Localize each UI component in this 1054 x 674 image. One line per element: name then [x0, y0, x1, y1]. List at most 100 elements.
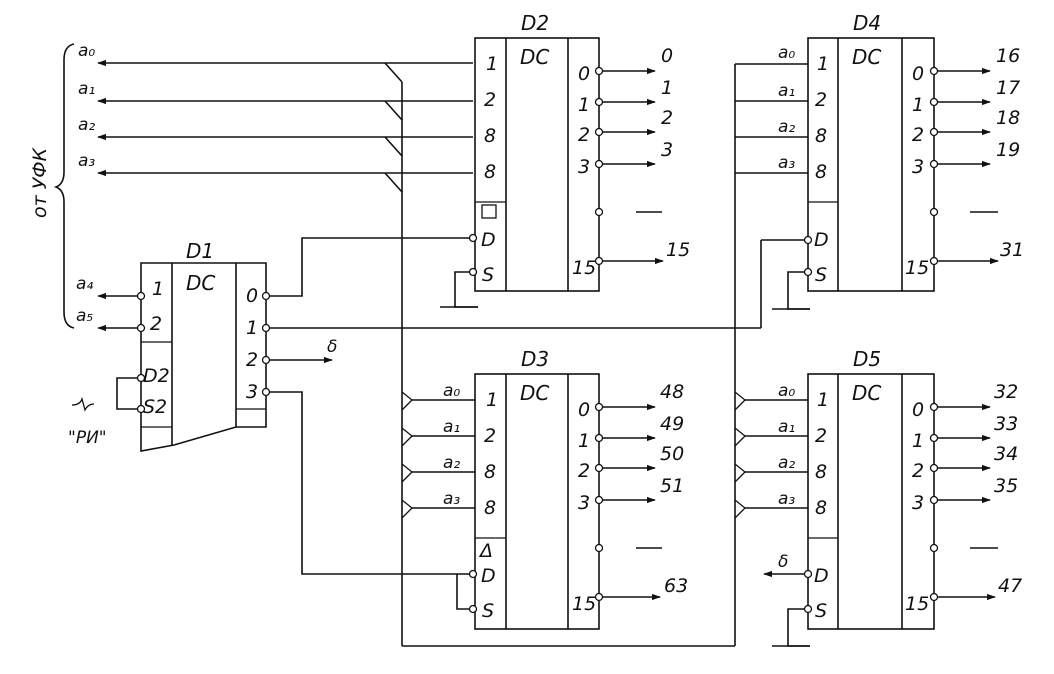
- d3-line-50: 50: [660, 443, 684, 465]
- d4-addr-a2: a₂: [778, 117, 795, 137]
- address-bus: a₀ a₁ a₂ a₃: [78, 41, 808, 647]
- d3-addr-a0: a₀: [443, 381, 460, 401]
- d4-pin-in-1: 1: [817, 53, 829, 75]
- d2-pin-in-2: 2: [484, 89, 496, 111]
- chip-d3-fn: DC: [520, 381, 549, 405]
- d2-pin-s: S: [482, 264, 494, 286]
- d3-addr-a3: a₃: [443, 489, 460, 509]
- chip-d4: D4 DC 1 2 8 8 D S 0 1 2 3 15 a₀ a₁ a₂ a₃: [735, 11, 1024, 310]
- d2-line-1: 1: [661, 77, 673, 99]
- d5-pin-d: D: [814, 565, 829, 587]
- d4-pin-in-8a: 8: [815, 125, 827, 147]
- d1-pin-in-1: 1: [152, 278, 164, 300]
- d1-pin-out-2: 2: [246, 349, 258, 371]
- d3-line-49: 49: [660, 413, 684, 435]
- chip-d2-fn: DC: [520, 45, 549, 69]
- d1-addr-a4: a₄: [76, 274, 93, 294]
- d1-pin-s2: S2: [143, 396, 167, 418]
- bus-label-a1: a₁: [78, 79, 95, 99]
- ri-label: "РИ": [68, 428, 107, 448]
- d5-line-34: 34: [994, 443, 1018, 465]
- d3-addr-a2: a₂: [443, 453, 460, 473]
- d5-line-32: 32: [994, 381, 1018, 403]
- d5-pin-in-1: 1: [817, 389, 829, 411]
- source-label: от УФК: [29, 146, 51, 218]
- d4-line-31: 31: [1000, 239, 1024, 261]
- d3-pin-out-3: 3: [578, 492, 590, 514]
- d4-addr-a1: a₁: [778, 81, 795, 101]
- d5-pin-in-2: 2: [815, 425, 827, 447]
- chip-d3-name: D3: [521, 347, 549, 371]
- chip-d2: D2 DC 1 2 8 8 D S 0 1 2 3 15 0 1 2: [440, 11, 690, 308]
- d3-line-48: 48: [660, 381, 684, 403]
- d1-addr-a5: a₅: [76, 306, 93, 326]
- bus-label-a0: a₀: [78, 41, 95, 61]
- d5-addr-a1: a₁: [778, 417, 795, 437]
- chip-d1-fn: DC: [186, 271, 215, 295]
- d5-delta-label: δ: [778, 552, 788, 572]
- chip-d2-name: D2: [521, 11, 549, 35]
- d2-pin-out-2: 2: [578, 124, 590, 146]
- pulse-waveform-icon: [71, 396, 95, 412]
- d3-pin-in-8b: 8: [484, 497, 496, 519]
- d1-pin-d2: D2: [143, 365, 170, 387]
- d5-pin-out-2: 2: [912, 460, 924, 482]
- d5-line-33: 33: [994, 413, 1018, 435]
- d5-pin-out-3: 3: [912, 492, 924, 514]
- d4-line-16: 16: [996, 45, 1020, 67]
- d3-pin-s: S: [482, 600, 494, 622]
- d3-pin-out-0: 0: [578, 399, 590, 421]
- d5-addr-a3: a₃: [778, 489, 795, 509]
- d2-line-15: 15: [666, 239, 690, 261]
- d5-addr-a2: a₂: [778, 453, 795, 473]
- d5-pin-out-1: 1: [912, 430, 924, 452]
- chip-d4-name: D4: [853, 11, 881, 35]
- d2-pin-in-1: 1: [486, 53, 498, 75]
- d3-pin-in-1: 1: [486, 389, 498, 411]
- d2-line-2: 2: [661, 107, 673, 129]
- d5-addr-a0: a₀: [778, 381, 795, 401]
- d3-pin-out-1: 1: [578, 430, 590, 452]
- d2-pin-in-8b: 8: [484, 161, 496, 183]
- d5-pin-in-8b: 8: [815, 497, 827, 519]
- source-brace: от УФК: [29, 43, 75, 329]
- d4-addr-a3: a₃: [778, 153, 795, 173]
- d2-pin-out-1: 1: [578, 94, 590, 116]
- d3-line-51: 51: [660, 475, 684, 497]
- d3-addr-a1: a₁: [443, 417, 460, 437]
- d3-line-63: 63: [664, 575, 688, 597]
- chip-d5-fn: DC: [852, 381, 881, 405]
- d1-pin-out-3: 3: [246, 381, 258, 403]
- d4-pin-in-8b: 8: [815, 161, 827, 183]
- chip-d1: D1 DC 1 2 D2 S2 0 1 2 3 a₄ a₅ ⌐ "РИ": [68, 237, 804, 575]
- chip-d5-name: D5: [853, 347, 881, 371]
- d3-pin-out-15: 15: [572, 593, 596, 615]
- d4-pin-out-3: 3: [912, 156, 924, 178]
- d3-pin-in-2: 2: [484, 425, 496, 447]
- d4-line-17: 17: [996, 77, 1020, 99]
- d5-pin-in-8a: 8: [815, 461, 827, 483]
- d5-line-35: 35: [994, 475, 1018, 497]
- bus-label-a3: a₃: [78, 151, 95, 171]
- d2-strobe-square-icon: [481, 204, 497, 219]
- d1-pin-in-2: 2: [150, 313, 162, 335]
- d4-pin-out-0: 0: [912, 63, 924, 85]
- d5-pin-s: S: [815, 600, 827, 622]
- d5-line-47: 47: [998, 575, 1022, 597]
- d4-pin-d: D: [814, 229, 829, 251]
- chip-d1-name: D1: [186, 239, 214, 263]
- d2-pin-out-0: 0: [578, 63, 590, 85]
- d4-pin-out-2: 2: [912, 124, 924, 146]
- d2-pin-out-3: 3: [578, 156, 590, 178]
- d1-pin-out-1: 1: [246, 317, 258, 339]
- d4-pin-in-2: 2: [815, 89, 827, 111]
- d2-pin-out-15: 15: [572, 257, 596, 279]
- d4-pin-s: S: [815, 264, 827, 286]
- chip-d4-fn: DC: [852, 45, 881, 69]
- d5-pin-out-15: 15: [905, 593, 929, 615]
- d1-delta-label: δ: [327, 337, 337, 357]
- bus-label-a2: a₂: [78, 115, 95, 135]
- d3-pin-in-8a: 8: [484, 461, 496, 483]
- d1-pin-out-0: 0: [246, 285, 258, 307]
